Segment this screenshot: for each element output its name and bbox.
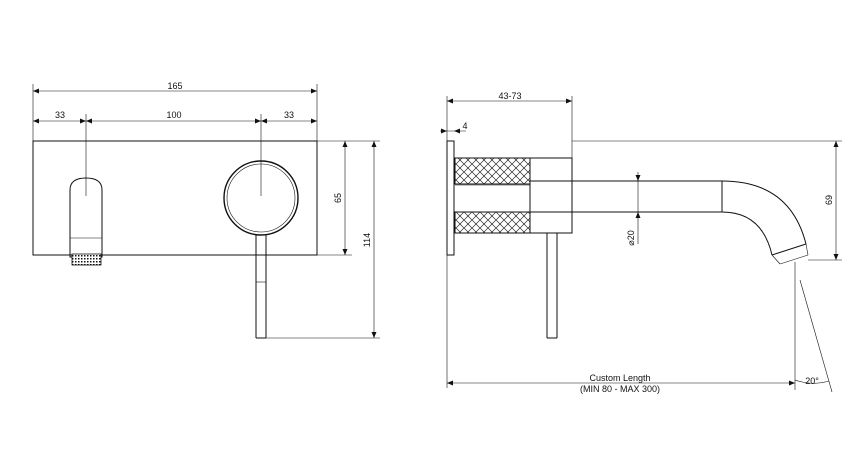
dimension-total-height: 114 <box>266 140 380 339</box>
dimension-spout-height: 69 <box>572 140 842 261</box>
dim-114-label: 114 <box>362 233 372 247</box>
custom-length-label: Custom Length <box>589 373 650 383</box>
dim-33-left-label: 33 <box>55 110 65 120</box>
dimension-plate-thickness: 4 <box>440 121 468 134</box>
dimension-plate-height: 65 <box>317 140 352 256</box>
dim-33-right-label: 33 <box>284 110 294 120</box>
dim-65-label: 65 <box>333 193 343 203</box>
dimension-spout-diameter: ⌀20 <box>626 172 641 246</box>
dim-100-label: 100 <box>166 110 181 120</box>
spout-side <box>530 180 809 265</box>
dim-43-73-label: 43-73 <box>498 91 521 101</box>
aerator-grille <box>71 253 102 266</box>
dim-69-label: 69 <box>824 195 834 205</box>
dim-diameter-20-label: ⌀20 <box>626 230 636 245</box>
side-view: 43-73 4 ⌀20 69 20° <box>440 91 842 394</box>
front-view: 165 33 100 33 65 114 <box>32 81 380 339</box>
wall-plate-outline <box>32 140 318 256</box>
mixer-lever <box>255 235 267 339</box>
dimension-custom-length: Custom Length (MIN 80 - MAX 300) <box>446 255 795 394</box>
dim-4-label: 4 <box>462 121 467 131</box>
custom-length-range: (MIN 80 - MAX 300) <box>580 384 660 394</box>
dimension-angle: 20° <box>794 262 833 393</box>
side-wall-plate <box>446 140 455 256</box>
dimension-chain: 33 100 33 <box>33 110 317 124</box>
dim-20-degree-label: 20° <box>805 376 819 386</box>
dim-165-label: 165 <box>167 81 182 91</box>
knurled-body-lower <box>454 211 531 234</box>
dimension-projection: 43-73 <box>446 91 573 158</box>
knurled-body-upper <box>454 157 531 185</box>
spout-front <box>69 177 103 266</box>
side-lever <box>546 233 558 339</box>
dimension-total-width: 165 <box>33 81 317 94</box>
